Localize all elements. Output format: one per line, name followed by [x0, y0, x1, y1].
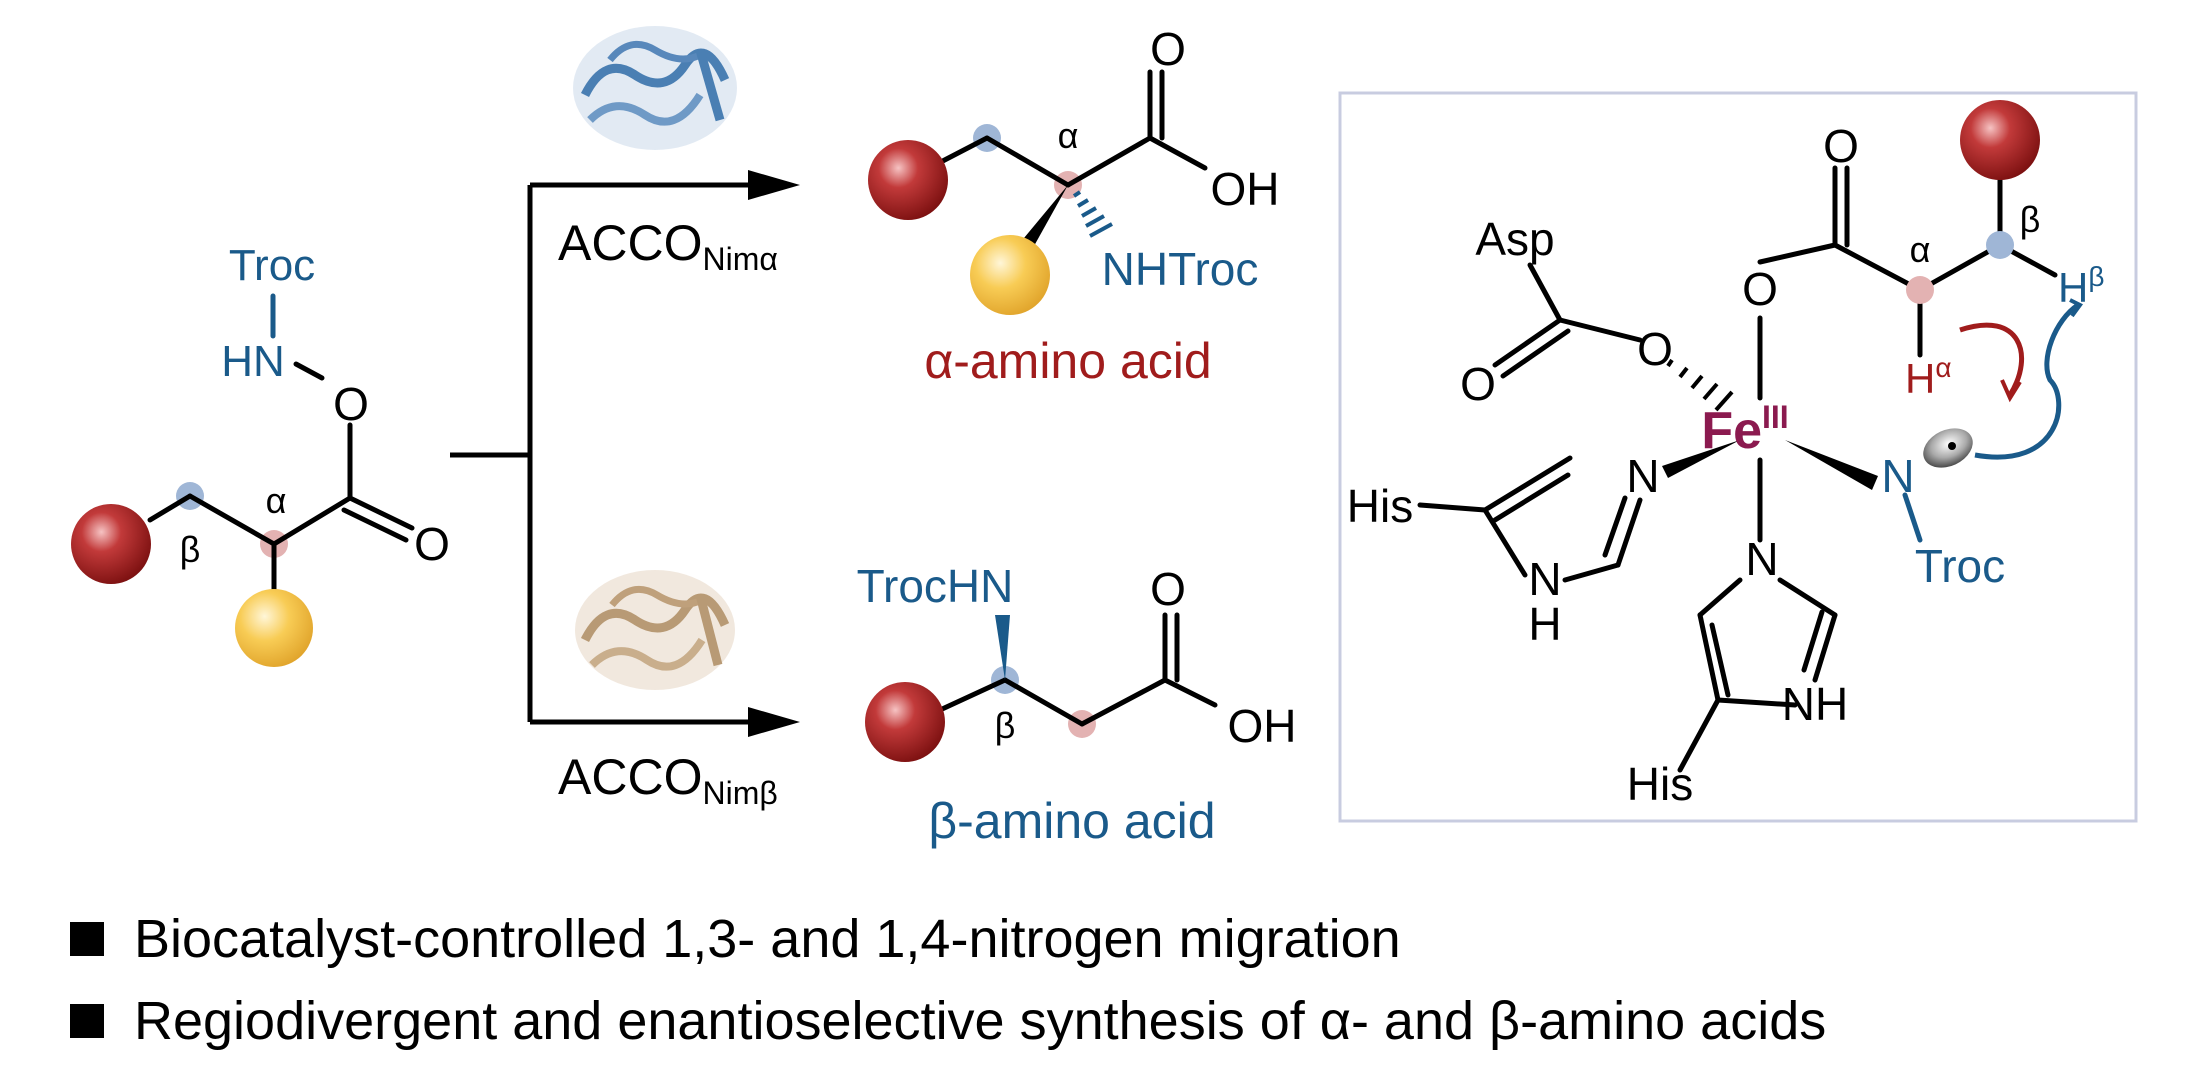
mech-troc: Troc — [1915, 540, 2005, 592]
bullet-square-icon — [70, 1004, 104, 1038]
mech-h-alpha: Hα — [1905, 352, 1952, 402]
mech-asp-o1: O — [1637, 323, 1673, 375]
mechanism-box — [1338, 91, 2138, 823]
yellow-sphere-icon — [970, 235, 1050, 315]
red-sphere-icon — [1960, 100, 2040, 180]
red-sphere-icon — [71, 504, 151, 584]
bullet-list: Biocatalyst-controlled 1,3- and 1,4-nitr… — [70, 898, 2170, 1062]
beta-wedge-bond — [995, 615, 1010, 680]
alpha-product-carbonyl-o: O — [1150, 23, 1186, 75]
mech-his1: His — [1347, 480, 1413, 532]
bullet-square-icon — [70, 922, 104, 956]
h-beta-curved-arrow — [1974, 302, 2080, 460]
mech-alpha-dot — [1906, 276, 1934, 304]
beta-product-carbonyl-o: O — [1150, 563, 1186, 615]
mech-o-ester: O — [1823, 120, 1859, 172]
alpha-product-oh: OH — [1211, 163, 1280, 215]
mech-asp: Asp — [1475, 213, 1554, 265]
protein-alpha-icon — [573, 26, 737, 150]
mech-his1-nh-h: H — [1528, 598, 1561, 650]
beta-product-trochn: TrocHN — [857, 560, 1014, 612]
alpha-product-label: α-amino acid — [924, 333, 1211, 389]
substrate-hn: HN — [221, 337, 285, 386]
top-enzyme-label: ACCONimα — [558, 215, 778, 277]
mech-asp-o2: O — [1460, 358, 1496, 410]
mech-his1-nh-n: N — [1528, 553, 1561, 605]
bullet-text: Regiodivergent and enantioselective synt… — [134, 991, 1827, 1051]
fe-asp-hash-bond — [1666, 358, 1734, 412]
mech-o-top: O — [1742, 263, 1778, 315]
mech-beta-dot — [1986, 231, 2014, 259]
substrate-alpha-label: α — [266, 480, 287, 521]
branch-arrows — [450, 182, 752, 725]
fe-n-wedge — [1785, 440, 1878, 490]
bullet-text: Biocatalyst-controlled 1,3- and 1,4-nitr… — [134, 909, 1401, 969]
top-arrow-head — [748, 170, 800, 200]
beta-product-beta-label: β — [995, 705, 1016, 746]
alpha-product-alpha-label: α — [1058, 115, 1079, 156]
substrate-troc: Troc — [229, 241, 315, 290]
mech-beta-label: β — [2020, 199, 2041, 240]
alpha-hash-bond — [1072, 190, 1113, 238]
alpha-product-nhtroc: NHTroc — [1102, 243, 1259, 295]
bottom-enzyme-label: ACCONimβ — [558, 749, 778, 811]
red-sphere-icon — [868, 140, 948, 220]
substrate-o-ether: O — [333, 378, 369, 430]
fe-his-wedge — [1662, 440, 1740, 478]
mech-h-beta: Hβ — [2058, 261, 2104, 311]
h-alpha-curved-arrow — [1959, 322, 2025, 397]
bullet-item: Regiodivergent and enantioselective synt… — [70, 980, 2170, 1062]
bullet-item: Biocatalyst-controlled 1,3- and 1,4-nitr… — [70, 898, 2170, 980]
mechanism-bonds — [1417, 165, 2058, 773]
beta-product-label: β-amino acid — [928, 793, 1215, 849]
mech-his1-n: N — [1626, 450, 1659, 502]
mech-fe: FeIII — [1701, 399, 1788, 460]
radical-lobe-icon — [1923, 428, 1973, 468]
mech-n-troc: N — [1881, 450, 1914, 502]
yellow-sphere-icon — [235, 589, 313, 667]
red-sphere-icon — [865, 682, 945, 762]
beta-product-structure — [937, 612, 1218, 738]
mech-alpha-label: α — [1910, 229, 1931, 270]
reaction-scheme: Troc HN O O α β ACCONimα ACCONimβ — [71, 23, 2138, 849]
mech-his2: His — [1627, 758, 1693, 810]
bottom-arrow-head — [748, 707, 800, 737]
alpha-wedge-bond — [1024, 185, 1068, 246]
protein-beta-icon — [575, 570, 735, 690]
substrate-o-carbonyl: O — [414, 518, 450, 570]
mech-his2-n: N — [1745, 533, 1778, 585]
beta-product-oh: OH — [1228, 700, 1297, 752]
substrate-beta-label: β — [180, 529, 201, 570]
mech-his2-nh: NH — [1782, 678, 1848, 730]
